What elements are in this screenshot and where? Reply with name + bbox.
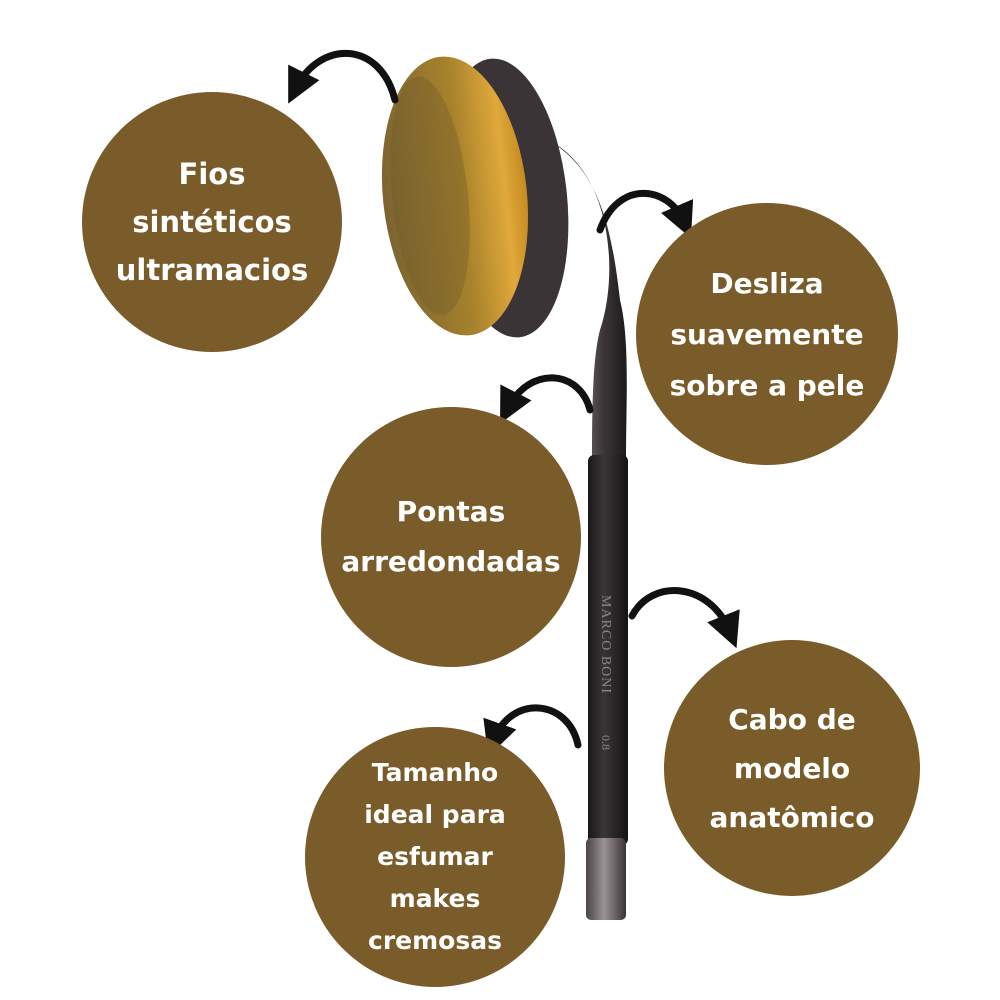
callout-line: esfumar — [377, 842, 493, 871]
callout-line: ultramacios — [115, 253, 309, 287]
curved-arrow-left-icon — [500, 374, 594, 424]
callout-desliza-suavemente: Desliza suavemente sobre a pele — [636, 203, 898, 465]
brush-brand-text: MARCO BONI — [598, 595, 613, 694]
brush-neck — [548, 140, 627, 462]
callout-line: Pontas — [396, 495, 506, 528]
callout-cabo-anatomico: Cabo de modelo anatômico — [664, 640, 920, 896]
callout-line: ideal para — [364, 800, 506, 829]
callout-tamanho-ideal: Tamanho ideal para esfumar makes cremosa… — [305, 727, 565, 987]
callout-line: Desliza — [710, 266, 824, 300]
brush-model-text: 0.8 — [599, 735, 613, 750]
brush-handle-tip — [586, 838, 626, 920]
callout-line: makes — [389, 884, 481, 913]
callout-line: Tamanho — [371, 758, 499, 787]
callout-line: suavemente — [670, 317, 864, 351]
callout-fios-sinteticos: Fios sintéticos ultramacios — [82, 92, 342, 352]
callout-line: sintéticos — [132, 205, 292, 239]
callout-line: cremosas — [368, 926, 502, 955]
callout-line: Fios — [178, 157, 246, 191]
brush-bristles — [381, 56, 529, 336]
callout-line: arredondadas — [341, 545, 561, 578]
callout-line: sobre a pele — [669, 368, 865, 402]
curved-arrow-left-icon — [288, 50, 399, 104]
callout-line: Cabo de — [728, 702, 856, 736]
curved-arrow-right-icon — [628, 587, 740, 649]
curved-arrow-right-icon — [596, 189, 694, 239]
brush-handle — [588, 455, 628, 845]
callout-line: anatômico — [709, 800, 875, 834]
brush-bristles-shadow — [390, 76, 470, 316]
callout-pontas-arredondadas: Pontas arredondadas — [321, 407, 581, 667]
callout-line: modelo — [733, 751, 851, 785]
curved-arrow-left-icon — [483, 704, 582, 757]
